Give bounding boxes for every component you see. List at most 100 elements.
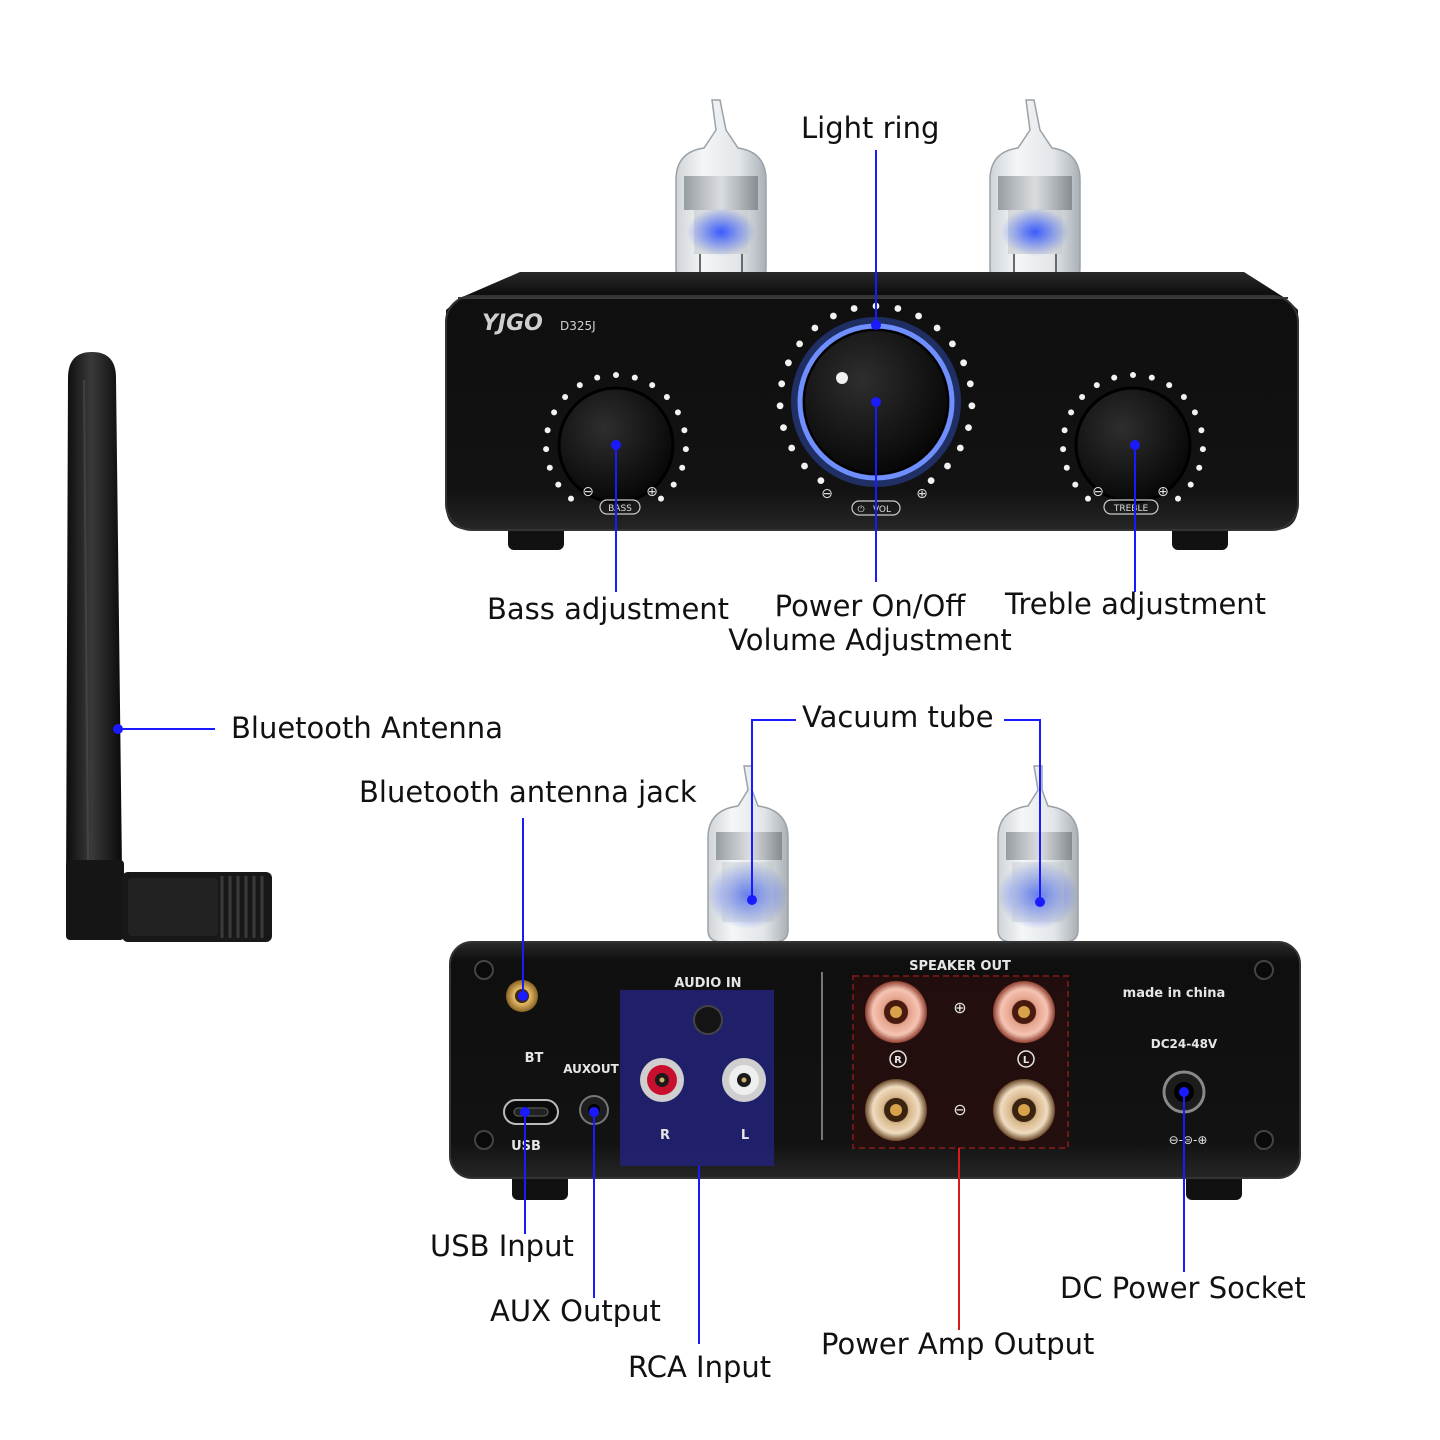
label-dc-power-socket: DC Power Socket: [1060, 1271, 1306, 1305]
dc-rating-label: DC24-48V: [1151, 1037, 1218, 1051]
knob-scale-dot: [965, 424, 972, 431]
knob-scale-dot: [681, 427, 688, 434]
knob-scale-dot: [544, 427, 551, 434]
knob-scale-dot: [613, 372, 619, 378]
knob-scale-dot: [551, 409, 558, 416]
knob-scale-dot: [830, 312, 837, 320]
knob-scale-dot: [966, 380, 974, 388]
knob-scale-dot: [562, 394, 569, 400]
knob-scale-dot: [1166, 382, 1173, 389]
speaker-post-left-positive[interactable]: [993, 981, 1055, 1043]
speaker-out-label: SPEAKER OUT: [909, 959, 1011, 974]
usb-c-port[interactable]: [503, 1099, 559, 1125]
knob-scale-dot: [796, 340, 803, 348]
knob-scale-dot: [801, 462, 808, 470]
bt-label: BT: [525, 1051, 544, 1066]
knob-scale-dot: [546, 464, 553, 471]
knob-scale-dot: [960, 359, 967, 367]
knob-scale-dot: [674, 409, 681, 416]
speaker-post-left-negative[interactable]: [993, 1079, 1055, 1141]
plus-icon: ⊕: [916, 486, 928, 502]
knob-scale-dot: [679, 464, 686, 471]
knob-scale-dot: [949, 340, 956, 348]
knob-scale-dot: [1187, 481, 1194, 488]
knob-scale-dot: [811, 324, 819, 332]
callout-lines: [118, 150, 1185, 1344]
minus-icon: ⊖: [582, 484, 594, 500]
minus-icon: ⊖: [821, 486, 833, 502]
knob-scale-dot: [1111, 374, 1118, 381]
rca-l-label: L: [741, 1128, 749, 1143]
label-power-line1: Power On/Off: [774, 589, 966, 623]
knob-scale-dot: [663, 394, 670, 400]
knob-scale-dot: [649, 382, 656, 389]
knob-scale-dot: [778, 380, 786, 388]
minus-icon: ⊖: [1092, 484, 1104, 500]
treble-knob-label: TREBLE: [1113, 504, 1149, 514]
knob-scale-dot: [1196, 464, 1203, 471]
made-in-label: made in china: [1123, 986, 1226, 1001]
knob-scale-dot: [894, 305, 902, 312]
rear-tube-right: [997, 765, 1079, 943]
rca-jack-right[interactable]: [640, 1058, 684, 1102]
speaker-post-right-positive[interactable]: [865, 981, 927, 1043]
label-bluetooth-jack: Bluetooth antenna jack: [359, 775, 697, 809]
knob-scale-dot: [1175, 495, 1181, 502]
bluetooth-antenna: [66, 352, 272, 942]
brand-logo: YJGO: [482, 311, 543, 336]
knob-scale-dot: [1063, 464, 1070, 471]
rear-tube-left: [707, 765, 789, 943]
knob-scale-dot: [658, 495, 664, 502]
knob-scale-dot: [1079, 394, 1086, 400]
knob-scale-dot: [1060, 446, 1067, 453]
plus-icon: ⊕: [1157, 484, 1169, 500]
callout-dots: [113, 320, 1189, 1117]
front-tube-left: [675, 99, 767, 287]
knob-scale-dot: [1085, 495, 1091, 502]
knob-scale-dot: [968, 402, 976, 410]
knob-scale-dot: [944, 462, 951, 470]
rear-unit: BT USB AUXOUT AUDIO IN R L: [449, 765, 1301, 1200]
knob-scale-dot: [915, 312, 922, 320]
knob-scale-dot: [594, 374, 601, 381]
rca-jack-left[interactable]: [722, 1058, 766, 1102]
knob-scale-dot: [631, 374, 638, 381]
vol-knob-label: VOL: [873, 505, 891, 515]
knob-scale-dot: [682, 446, 689, 453]
label-bass-adjustment: Bass adjustment: [487, 592, 730, 626]
knob-scale-dot: [1148, 374, 1155, 381]
label-vacuum-tube: Vacuum tube: [802, 700, 994, 734]
polarity-icon: ⊖-⊜-⊕: [1169, 1133, 1208, 1147]
knob-scale-dot: [1130, 372, 1136, 378]
knob-scale-dot: [933, 324, 941, 332]
knob-scale-dot: [576, 382, 583, 389]
label-bluetooth-antenna: Bluetooth Antenna: [231, 711, 503, 745]
audio-in-label: AUDIO IN: [674, 976, 741, 991]
label-power-volume: Power On/Off Volume Adjustment: [720, 589, 1020, 657]
knob-scale-dot: [568, 495, 574, 502]
knob-scale-dot: [543, 446, 550, 453]
minus-icon: ⊖: [953, 1100, 966, 1119]
auxout-label: AUXOUT: [563, 1062, 619, 1076]
speaker-l-label: L: [1023, 1055, 1030, 1066]
power-icon: ⏻: [857, 504, 864, 515]
front-tube-right: [989, 99, 1081, 287]
knob-scale-dot: [1093, 382, 1100, 389]
knob-scale-dot: [780, 424, 787, 431]
bass-knob-label: BASS: [608, 504, 632, 514]
label-treble-adjustment: Treble adjustment: [1005, 587, 1267, 621]
label-usb-input: USB Input: [430, 1229, 574, 1263]
front-unit: YJGO D325J ⊖ ⊕ BASS ⊖ ⊕ ⏻ VOL: [445, 99, 1299, 550]
knob-scale-dot: [785, 359, 792, 367]
speaker-post-right-negative[interactable]: [865, 1079, 927, 1141]
plus-icon: ⊕: [646, 484, 658, 500]
knob-scale-dot: [1198, 427, 1205, 434]
label-power-line2: Volume Adjustment: [728, 623, 1012, 657]
knob-scale-dot: [555, 481, 562, 488]
model-label: D325J: [560, 319, 596, 333]
volume-indicator-dot: [836, 372, 848, 384]
knob-scale-dot: [1191, 409, 1198, 416]
knob-scale-dot: [670, 481, 677, 488]
knob-scale-dot: [850, 305, 858, 312]
